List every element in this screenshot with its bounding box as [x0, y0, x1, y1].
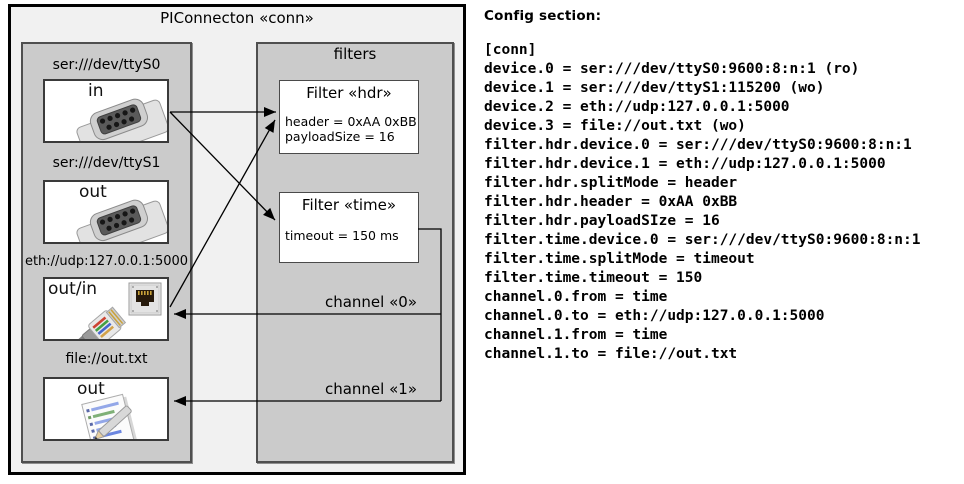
channel-1-label: channel «1» [324, 380, 417, 398]
config-section-heading: Config section: [484, 8, 602, 24]
filter-property: timeout = 150 ms [285, 228, 399, 243]
channel-0-label: channel «0» [324, 293, 417, 311]
device-direction: out [79, 182, 107, 202]
device-url-label: file://out.txt [65, 351, 148, 367]
device-url-label: ser:///dev/ttyS1 [52, 155, 161, 171]
serial-port-icon [76, 98, 167, 141]
device-box-eth: out/in [43, 277, 169, 341]
ethernet-cable-icon [78, 306, 127, 339]
filter-title: Filter «hdr» [306, 84, 392, 102]
filter-property: header = 0xAA 0xBB [285, 114, 417, 129]
serial-port-icon [76, 199, 167, 242]
device-box-ttyS1: out [43, 180, 169, 244]
device-direction: in [88, 81, 104, 101]
device-url-label: ser:///dev/ttyS0 [52, 57, 161, 73]
ethernet-port-icon [128, 282, 162, 316]
config-text: [conn] device.0 = ser:///dev/ttyS0:9600:… [484, 42, 921, 362]
device-direction: out [77, 379, 105, 399]
device-url-label: eth://udp:127.0.0.1:5000 [24, 254, 189, 269]
filter-title: Filter «time» [301, 196, 397, 214]
notepad-icon [81, 393, 138, 439]
filter-box-hdr: Filter «hdr» header = 0xAA 0xBB payloadS… [279, 80, 419, 154]
device-box-ttyS0: in [43, 79, 169, 143]
device-box-file: out [43, 377, 169, 441]
diagram-title: PIConnecton «conn» [160, 9, 314, 27]
filter-box-time: Filter «time» timeout = 150 ms [279, 192, 419, 263]
filters-group-label: filters [333, 45, 377, 63]
filter-property: payloadSize = 16 [285, 129, 395, 144]
device-direction: out/in [48, 279, 98, 299]
